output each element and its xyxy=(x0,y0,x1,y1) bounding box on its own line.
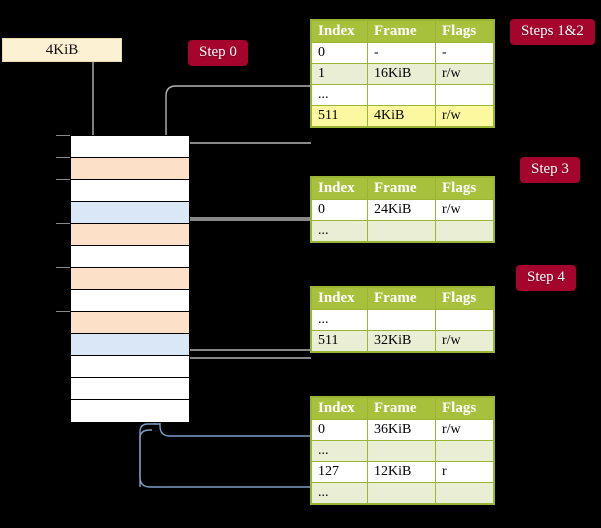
cell-index: 0 xyxy=(311,199,368,221)
table-row: ... xyxy=(311,309,494,331)
wire-frame-to-pd xyxy=(175,256,311,351)
memory-frame-row xyxy=(71,246,189,268)
wire-pt-to-frame-b-seg xyxy=(139,429,311,488)
cell-frame: 36KiB xyxy=(367,419,436,441)
cell-index: ... xyxy=(311,440,368,462)
memory-frame-tick xyxy=(56,157,70,158)
cell-index: ... xyxy=(311,482,368,504)
column-header-frame: Frame xyxy=(367,397,436,420)
column-header-frame: Frame xyxy=(367,20,436,43)
cell-frame xyxy=(367,84,436,106)
cell-frame: 16KiB xyxy=(367,63,436,85)
badge-step-4-label: Step 4 xyxy=(527,269,565,285)
column-header-index: Index xyxy=(311,20,368,43)
cell-flags: r xyxy=(435,461,494,483)
wire-pt-b-2 xyxy=(139,423,160,487)
cell-index: 0 xyxy=(311,42,368,64)
cell-frame xyxy=(367,220,436,242)
cell-flags xyxy=(435,220,494,242)
memory-frame-row xyxy=(71,202,189,224)
cell-flags: - xyxy=(435,42,494,64)
memory-frame-row xyxy=(71,224,189,246)
cell-flags xyxy=(435,84,494,106)
table-row: ... xyxy=(311,220,494,242)
memory-frame-row xyxy=(71,158,189,180)
cell-index: ... xyxy=(311,84,368,106)
cell-frame xyxy=(367,482,436,504)
cell-flags: r/w xyxy=(435,105,494,127)
cell-index: 511 xyxy=(311,330,368,352)
memory-frame-row xyxy=(71,312,189,334)
memory-frame-row xyxy=(71,400,189,422)
memory-frame-row xyxy=(71,268,189,290)
memory-frame-label: 4KiB xyxy=(2,38,122,62)
column-header-frame: Frame xyxy=(367,177,436,200)
badge-steps-1-2: Steps 1&2 xyxy=(510,19,595,45)
cell-index: 127 xyxy=(311,461,368,483)
cell-frame: 4KiB xyxy=(367,105,436,127)
cell-frame xyxy=(367,309,436,331)
memory-frame-row xyxy=(71,378,189,400)
cell-index: 0 xyxy=(311,419,368,441)
cell-flags: r/w xyxy=(435,330,494,352)
memory-frame-label-text: 4KiB xyxy=(45,42,79,58)
cell-index: ... xyxy=(311,220,368,242)
cell-flags: r/w xyxy=(435,419,494,441)
column-header-flags: Flags xyxy=(435,177,494,200)
memory-frame-row xyxy=(71,290,189,312)
column-header-frame: Frame xyxy=(367,287,436,310)
badge-step-0-label: Step 0 xyxy=(199,44,237,60)
memory-frame-tick xyxy=(56,179,70,180)
cell-index: ... xyxy=(311,309,368,331)
table-row: ... xyxy=(311,482,494,504)
column-header-index: Index xyxy=(311,177,368,200)
badge-steps-1-2-label: Steps 1&2 xyxy=(521,23,584,39)
memory-frame-tick xyxy=(56,311,70,312)
cell-flags: r/w xyxy=(435,199,494,221)
cell-frame xyxy=(367,440,436,462)
table-row: 0-- xyxy=(311,42,494,64)
column-header-index: Index xyxy=(311,287,368,310)
memory-frame-tick xyxy=(56,267,70,268)
cell-frame: 24KiB xyxy=(367,199,436,221)
badge-step-3-label: Step 3 xyxy=(531,161,569,177)
badge-step-4: Step 4 xyxy=(516,265,576,291)
memory-frame-tick xyxy=(56,135,70,136)
column-header-flags: Flags xyxy=(435,20,494,43)
wire-pdpt-to-frame xyxy=(175,217,311,262)
table-row: ... xyxy=(311,84,494,106)
memory-frame-tick xyxy=(56,223,70,224)
cell-flags xyxy=(435,440,494,462)
column-header-flags: Flags xyxy=(435,397,494,420)
column-header-index: Index xyxy=(311,397,368,420)
badge-step-3: Step 3 xyxy=(520,157,580,183)
memory-frame-row xyxy=(71,334,189,356)
memory-frame-row xyxy=(71,356,189,378)
column-header-flags: Flags xyxy=(435,287,494,310)
table-row: ... xyxy=(311,440,494,462)
cell-index: 1 xyxy=(311,63,368,85)
memory-frame-row xyxy=(71,136,189,158)
memory-frame-row xyxy=(71,180,189,202)
cell-flags: r/w xyxy=(435,63,494,85)
physical-memory-grid xyxy=(70,135,190,423)
cell-frame: 32KiB xyxy=(367,330,436,352)
cell-frame: 12KiB xyxy=(367,461,436,483)
cell-frame: - xyxy=(367,42,436,64)
cell-flags xyxy=(435,482,494,504)
cell-index: 511 xyxy=(311,105,368,127)
badge-step-0: Step 0 xyxy=(188,40,248,66)
cell-flags xyxy=(435,309,494,331)
